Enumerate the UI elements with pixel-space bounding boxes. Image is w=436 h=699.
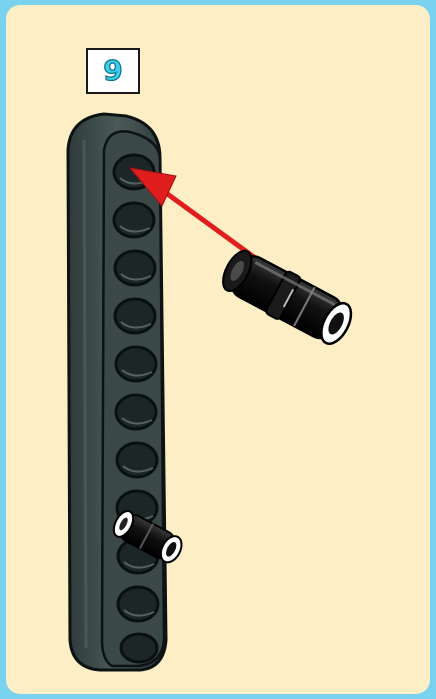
technic-beam-icon xyxy=(68,114,166,670)
technic-pin-icon xyxy=(216,245,358,351)
